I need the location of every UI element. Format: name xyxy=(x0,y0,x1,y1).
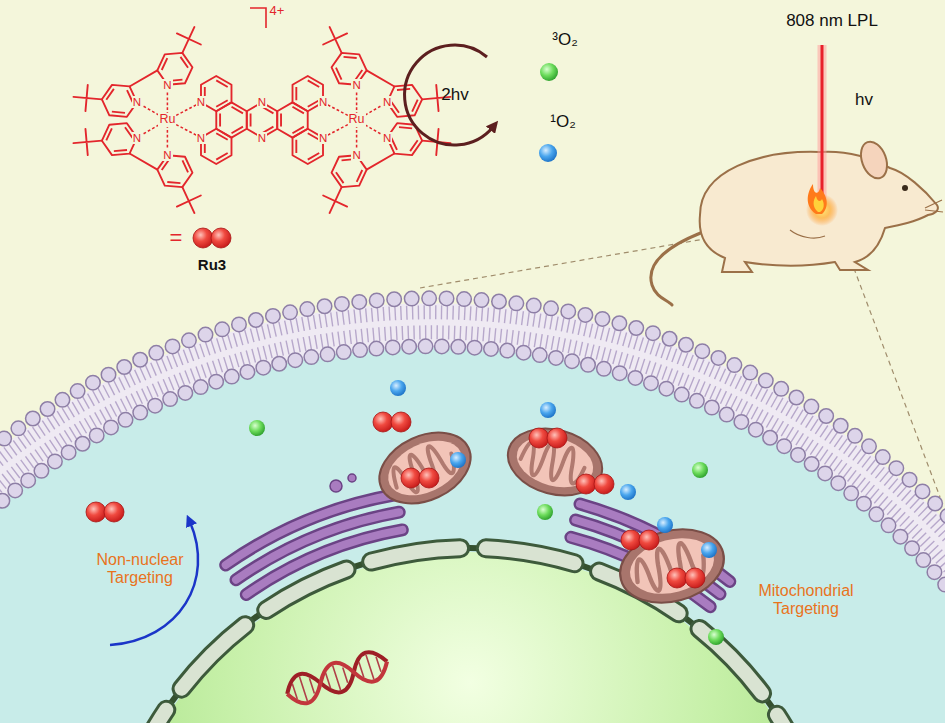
atom-label: N xyxy=(351,149,361,161)
ru3-dimers xyxy=(621,530,659,550)
atom-label: N xyxy=(382,96,392,108)
ru3-dimers xyxy=(667,568,705,588)
laser xyxy=(806,45,838,226)
atom-label: N xyxy=(132,132,142,144)
laser xyxy=(818,45,827,206)
triplet-oxygen-dots xyxy=(692,462,708,478)
triplet-oxygen-dots xyxy=(708,629,724,645)
lipid-heads xyxy=(0,298,945,723)
targeting-label: Non-nuclear Targeting xyxy=(88,551,192,588)
lipid-heads xyxy=(0,346,945,723)
singlet-oxygen-dots xyxy=(539,144,557,162)
atom-label: N xyxy=(196,96,206,108)
lipid-heads xyxy=(0,346,945,723)
laser-label: 808 nm LPL xyxy=(786,11,878,31)
charge-label: 4+ xyxy=(270,4,285,19)
singlet-oxygen-dots xyxy=(620,484,636,500)
triplet-oxygen-dots xyxy=(537,504,553,520)
cytoplasm xyxy=(0,347,945,723)
lipid-tails xyxy=(0,312,945,723)
mouse xyxy=(651,138,943,305)
nucleus xyxy=(104,548,836,723)
singlet-oxygen-dots xyxy=(657,517,673,533)
ru3-structure xyxy=(318,182,354,219)
targeting-label: Mitochondrial Targeting xyxy=(744,582,868,619)
equals-sign: = xyxy=(170,225,183,250)
lipid-tails xyxy=(0,332,945,723)
mouse-ear xyxy=(856,138,892,182)
atom-label: Ru xyxy=(348,113,366,126)
atom-label: Ru xyxy=(158,113,176,126)
ru3-dimers xyxy=(576,474,614,494)
lipid-heads xyxy=(0,298,945,723)
ru3-structure xyxy=(72,21,451,218)
illustration xyxy=(368,419,482,518)
ru3-structure xyxy=(318,21,354,58)
cell-membrane xyxy=(0,298,945,723)
ru3-dimers xyxy=(86,228,705,588)
ru3-dimers xyxy=(193,228,231,248)
ru3-dimers xyxy=(529,428,567,448)
singlet-oxygen-dots xyxy=(540,402,556,418)
charge-bracket xyxy=(250,8,266,28)
dna-helix xyxy=(291,652,383,704)
ru3-dimers xyxy=(401,468,439,488)
compound-name: Ru3 xyxy=(198,256,226,273)
laser xyxy=(814,196,824,212)
atom-label: N xyxy=(318,96,328,108)
species-label: ¹O₂ xyxy=(550,112,575,132)
bipyridine-bond xyxy=(130,70,395,169)
atom-label: N xyxy=(132,96,142,108)
photon-label: 2hv xyxy=(441,85,468,105)
nuclear-envelope xyxy=(104,548,836,723)
nuclear-envelope xyxy=(104,548,836,723)
illustration xyxy=(500,419,609,506)
ru3-structure xyxy=(154,149,197,194)
atom-label: N xyxy=(318,132,328,144)
triplet-oxygen-dots xyxy=(540,63,558,81)
species-label: ³O₂ xyxy=(552,30,577,50)
triplet-oxygen-dots xyxy=(249,63,724,645)
mouse-tail xyxy=(651,232,703,305)
dna-helix xyxy=(283,647,392,708)
ru3-structure xyxy=(72,128,103,157)
ru3-structure xyxy=(154,46,197,91)
ru3-dimers xyxy=(373,412,411,432)
atom-label: N xyxy=(257,132,267,144)
ru3-structure xyxy=(170,21,206,58)
singlet-oxygen-dots xyxy=(450,452,466,468)
laser xyxy=(808,184,827,214)
cycle-arrow xyxy=(405,45,493,145)
laser xyxy=(821,45,824,206)
photon-label: hv xyxy=(855,90,873,110)
atom-label: N xyxy=(257,96,267,108)
atom-label: N xyxy=(196,132,206,144)
ru3-dimers xyxy=(86,502,124,522)
ru3-structure xyxy=(328,46,371,91)
zoom-lines xyxy=(420,220,940,497)
coordination-bond xyxy=(137,85,387,155)
singlet-oxygen-dots xyxy=(701,542,717,558)
illustration xyxy=(612,518,732,613)
dna-helix xyxy=(283,647,392,708)
nuclear-pore-ring xyxy=(104,548,836,723)
endoplasmic-reticulum xyxy=(330,480,342,492)
atom-label: N xyxy=(351,79,361,91)
triplet-oxygen-dots xyxy=(249,420,265,436)
ru3-structure xyxy=(170,182,206,219)
endoplasmic-reticulum xyxy=(348,474,356,482)
mouse-eye xyxy=(902,185,908,191)
atom-label: N xyxy=(382,132,392,144)
ru3-structure xyxy=(72,84,103,113)
atom-label: N xyxy=(162,149,172,161)
atom-label: N xyxy=(162,79,172,91)
singlet-oxygen-dots xyxy=(390,380,406,396)
dna-helix xyxy=(283,647,392,708)
ru3-structure xyxy=(328,149,371,194)
singlet-oxygen-dots xyxy=(390,144,717,558)
